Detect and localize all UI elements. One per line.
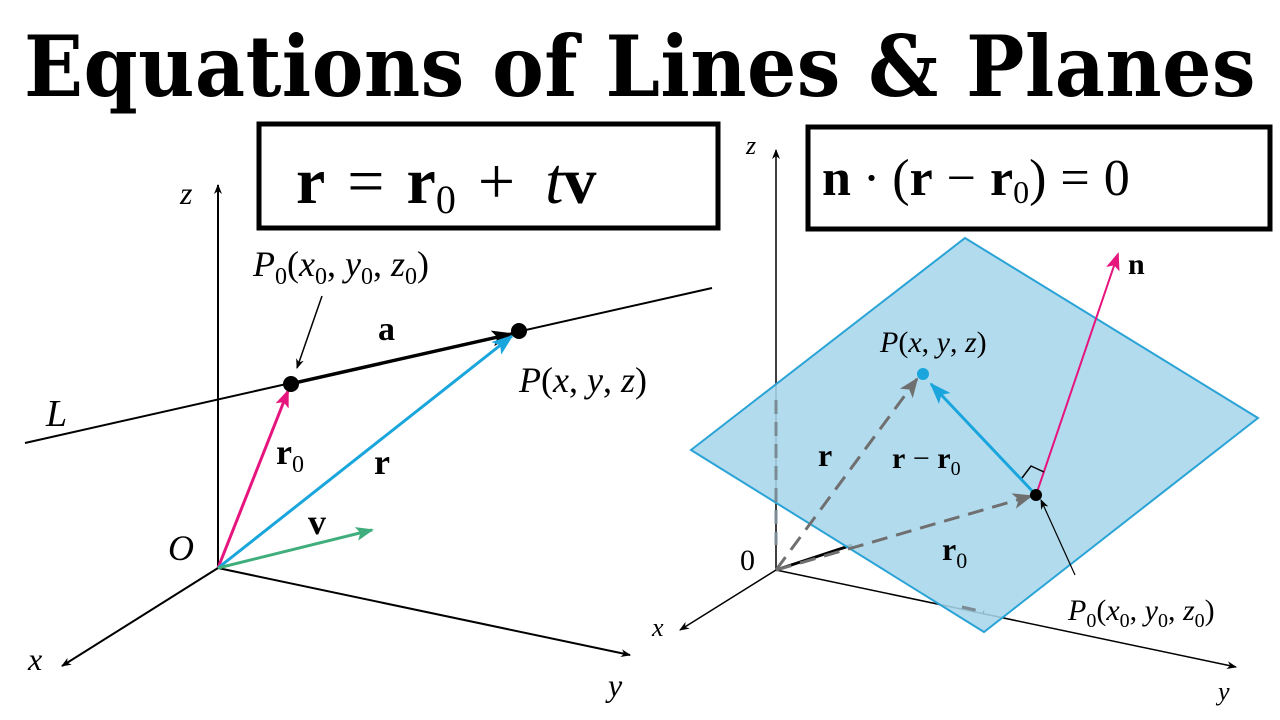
- vector-r0-label: r0: [942, 531, 967, 573]
- x-axis-label: x: [27, 641, 42, 677]
- p0-pointer: [1040, 499, 1076, 576]
- p0-label: P0(x0, y0, z0): [1067, 594, 1215, 632]
- plane: [689, 236, 1260, 634]
- x-axis: [679, 569, 777, 631]
- x-axis: [61, 567, 219, 667]
- y-axis: [217, 567, 631, 658]
- plane-equation-box: n·(r−r0)=0: [805, 124, 1273, 232]
- y-axis: [775, 569, 1237, 670]
- vector-r0: [775, 493, 1033, 572]
- z-axis-label: z: [745, 131, 756, 160]
- plane-figure: z y x 0 P(x, y, z) P0(x0, y0, z0) n r r …: [651, 124, 1273, 706]
- origin-label: 0: [740, 544, 755, 577]
- vector-r-minus-r0-label: r − r0: [892, 442, 961, 480]
- line-figure: z y x O L P0(x0, y0, z0) P(x, y, z) a r …: [24, 121, 721, 703]
- point-p: [917, 368, 929, 380]
- point-p0: [283, 376, 299, 392]
- z-axis-label: z: [179, 175, 193, 211]
- plane-equation: n·(r−r0)=0: [822, 150, 1130, 210]
- p0-pointer: [296, 295, 323, 369]
- point-p0: [1030, 489, 1042, 501]
- line-label-L: L: [45, 393, 67, 435]
- line-equation: r=r0+tv: [296, 145, 596, 222]
- vector-r0: [216, 389, 290, 569]
- hidden-y-axis: [961, 605, 985, 614]
- vector-r-label: r: [374, 442, 390, 482]
- page-title: Equations of Lines & Planes: [24, 17, 1256, 116]
- point-p: [511, 323, 527, 339]
- vector-n-label: n: [1128, 248, 1145, 281]
- right-angle-mark: [1021, 465, 1045, 479]
- origin-label: O: [168, 528, 194, 568]
- x-axis-label: x: [651, 613, 664, 642]
- y-axis-label: y: [605, 667, 623, 703]
- p0-label: P0(x0, y0, z0): [252, 244, 429, 290]
- line-equation-box: r=r0+tv: [256, 121, 721, 231]
- vector-n: [1035, 252, 1120, 496]
- vector-r-minus-r0: [929, 382, 1038, 497]
- p-label: P(x, y, z): [879, 326, 987, 359]
- vector-r: [774, 377, 919, 571]
- y-axis-label: y: [1215, 677, 1230, 706]
- vector-a: [290, 330, 514, 386]
- vector-a-label: a: [378, 311, 395, 348]
- p-label: P(x, y, z): [518, 360, 647, 400]
- vector-r: [217, 334, 514, 570]
- vector-r-label: r: [818, 437, 832, 473]
- vector-v: [217, 527, 374, 570]
- vector-r0-label: r0: [276, 432, 304, 478]
- vector-v-label: v: [308, 502, 326, 542]
